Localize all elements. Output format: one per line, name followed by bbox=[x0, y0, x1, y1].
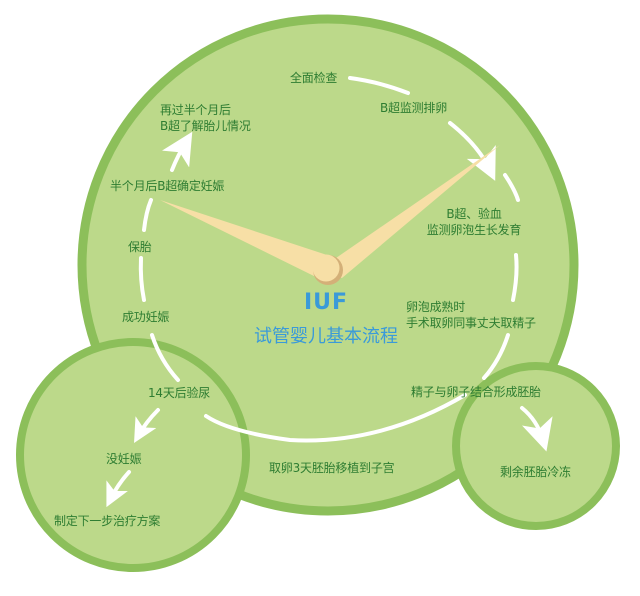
arrow-urine-to-success bbox=[150, 333, 180, 382]
step-success: 成功妊娠 bbox=[122, 310, 170, 324]
branch-next-plan: 制定下一步治疗方案 bbox=[54, 514, 161, 528]
clock-hands bbox=[160, 145, 500, 285]
branch-freeze: 剩余胚胎冷冻 bbox=[500, 465, 571, 479]
step-bscan-blood-1: B超、验血 bbox=[446, 207, 502, 221]
arrow-exam-to-ovulation bbox=[348, 76, 410, 95]
step-followup-1: 再过半个月后 bbox=[160, 103, 231, 117]
arrow-urine-to-not-pregnant bbox=[134, 408, 160, 443]
arrow-not-pregnant-to-plan bbox=[106, 470, 131, 508]
arrow-bscan-to-retrieval bbox=[503, 173, 520, 202]
step-followup-2: B超了解胎儿情况 bbox=[160, 119, 251, 133]
arrow-fertilize-to-transfer bbox=[204, 393, 467, 443]
step-fertilize: 精子与卵子结合形成胚胎 bbox=[411, 385, 541, 399]
arrow-ovulation-to-bscan bbox=[448, 121, 496, 181]
step-exam: 全面检查 bbox=[290, 71, 338, 85]
arrow-confirm-to-followup bbox=[161, 131, 193, 172]
step-urine-test: 14天后验尿 bbox=[148, 386, 211, 400]
arrow-keep-to-confirm bbox=[142, 198, 153, 232]
step-retrieval-1: 卵泡成熟时 bbox=[406, 300, 466, 314]
arrow-fertilize-to-freeze bbox=[520, 406, 553, 452]
flow-arrows bbox=[106, 76, 553, 508]
step-retrieval-2: 手术取卵同事丈夫取精子 bbox=[406, 316, 536, 330]
clock-hub bbox=[312, 254, 340, 282]
diagram-subtitle: 试管婴儿基本流程 bbox=[254, 326, 398, 347]
clock-hand-left bbox=[160, 200, 330, 280]
step-keep: 保胎 bbox=[128, 240, 152, 254]
diagram-title: IUF bbox=[303, 290, 349, 315]
branch-not-pregnant: 没妊娠 bbox=[106, 452, 142, 466]
left-branch-circle bbox=[16, 338, 250, 572]
step-ovulation: B超监测排卵 bbox=[380, 101, 448, 115]
clock-hand-right bbox=[318, 145, 500, 278]
arrow-retrieval-to-fertilize bbox=[482, 333, 510, 380]
step-transfer: 取卵3天胚胎移植到子宫 bbox=[269, 461, 395, 475]
arrow-success-to-keep bbox=[138, 256, 146, 302]
step-confirm: 半个月后B超确定妊娠 bbox=[110, 179, 225, 193]
step-bscan-blood-2: 监测卵泡生长发育 bbox=[426, 223, 522, 237]
